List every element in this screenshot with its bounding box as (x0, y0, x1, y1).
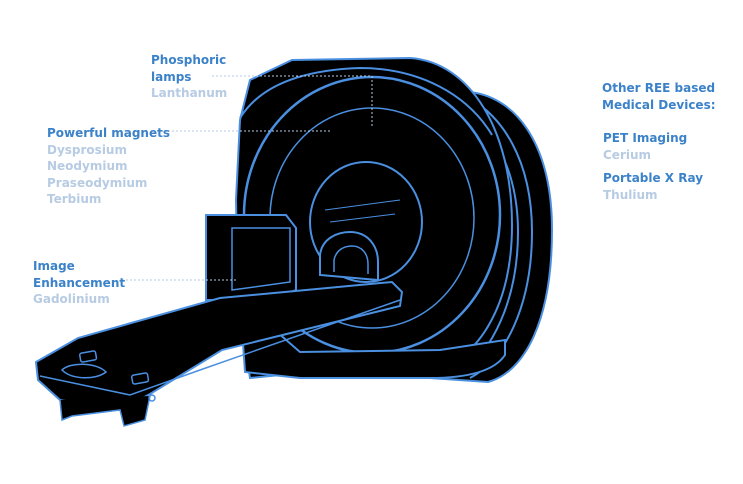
label-image-enhancement: Image Enhancement Gadolinium (33, 258, 125, 308)
other-devices-heading: Other REE based Medical Devices: (602, 80, 716, 113)
patient-table (34, 280, 404, 412)
element-praseodymium: Praseodymium (47, 175, 148, 190)
device-xray-title: Portable X Ray (603, 171, 704, 185)
label-phosphoric-lamps: Phosphoric lamps Lanthanum (151, 52, 227, 102)
head-coil (319, 230, 379, 282)
other-devices-heading-1: Other REE based (602, 81, 716, 95)
element-cerium: Cerium (603, 147, 652, 162)
element-dysprosium: Dysprosium (47, 142, 127, 157)
patient-table-edge (39, 299, 401, 396)
label-phosphoric-title-1: Phosphoric (151, 53, 227, 67)
other-devices-heading-2: Medical Devices: (602, 97, 716, 112)
device-pet-imaging: PET Imaging Cerium (603, 130, 687, 163)
label-imaging-title-2: Enhancement (33, 275, 126, 290)
table-knob (148, 394, 156, 402)
element-neodymium: Neodymium (47, 159, 128, 173)
device-pet-title: PET Imaging (603, 131, 688, 145)
table-handle (130, 372, 150, 385)
head-coil-inner (333, 245, 369, 274)
label-powerful-magnets: Powerful magnets Dysprosium Neodymium Pr… (47, 125, 170, 208)
table-pedestal-edge (231, 227, 291, 291)
label-phosphoric-title-2: lamps (151, 69, 192, 84)
gantry-top-shell (239, 66, 493, 136)
table-handle (78, 350, 98, 363)
device-portable-xray: Portable X Ray Thulium (603, 170, 703, 203)
element-terbium: Terbium (47, 192, 102, 206)
patient-table-rail (59, 395, 151, 427)
bore-inner-highlight (324, 199, 401, 223)
patient-table-cushion (60, 363, 108, 379)
label-imaging-title-1: Image (33, 259, 75, 273)
label-magnets-title: Powerful magnets (47, 126, 170, 140)
element-lanthanum: Lanthanum (151, 86, 228, 100)
gantry-base (238, 297, 506, 379)
leader-phosphoric (212, 75, 373, 128)
element-thulium: Thulium (603, 187, 658, 202)
element-gadolinium: Gadolinium (33, 292, 110, 306)
